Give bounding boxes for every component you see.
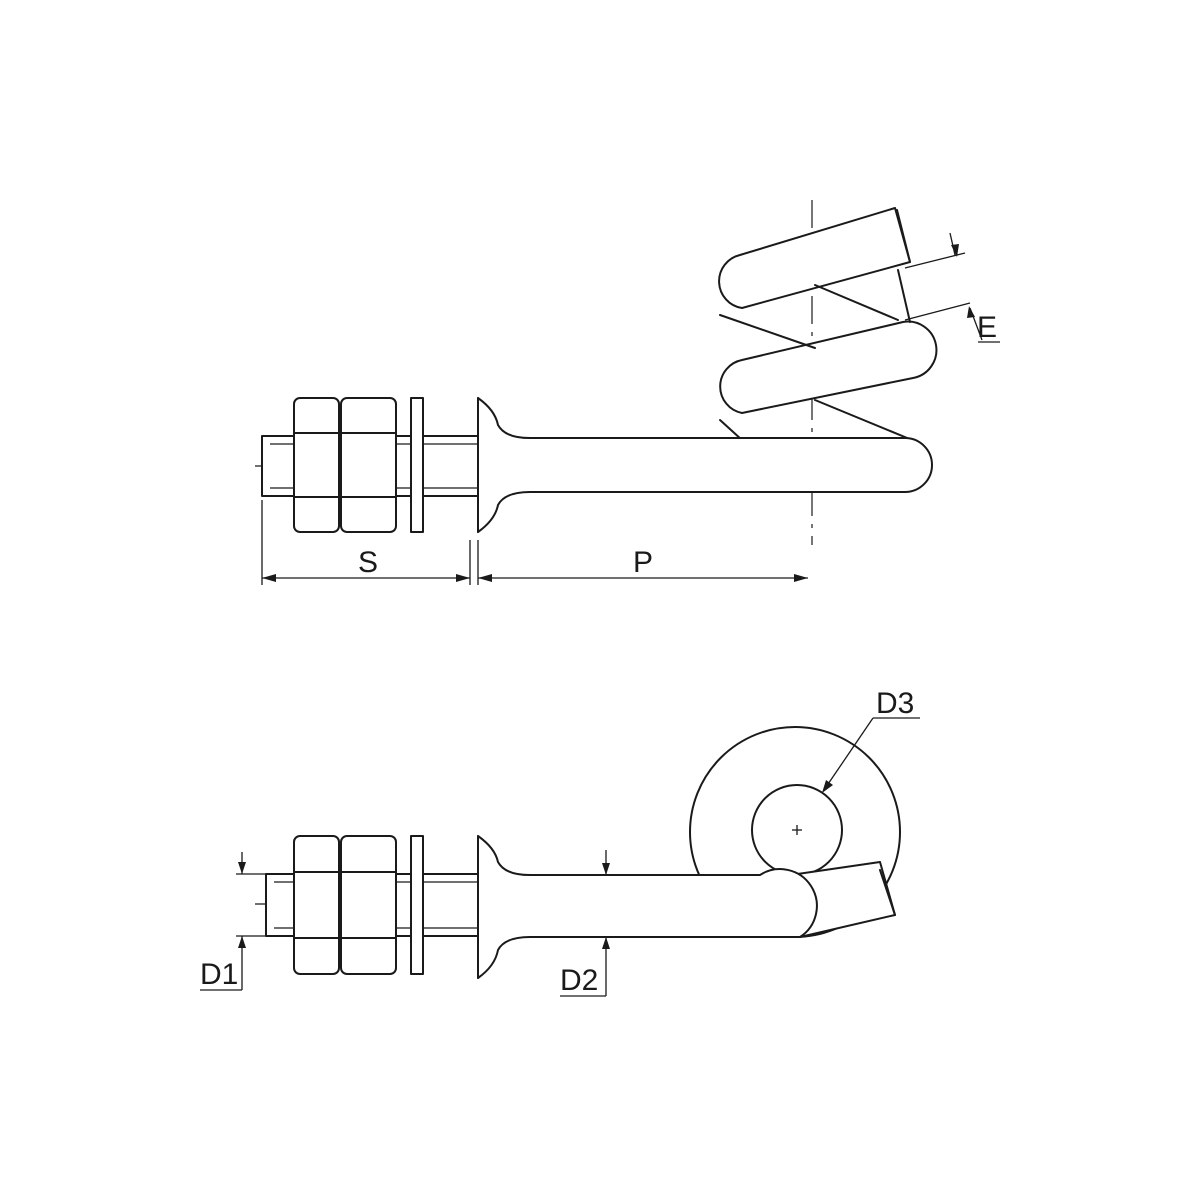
pigtail-coil [718,207,938,441]
washer [410,397,424,533]
plan-hex-nut-outer [293,835,340,975]
dimension-d3: D3 [822,687,920,793]
dimension-e: E [904,232,1000,344]
dimension-d2: D2 [560,850,610,997]
hex-nut-outer [293,397,340,533]
dimension-d1: D1 [200,852,266,991]
side-view: S P E [255,200,1000,585]
plan-washer [410,835,424,975]
plan-view: D1 D2 D3 [200,687,920,997]
label-d1: D1 [200,958,238,991]
label-d3: D3 [876,687,914,720]
label-p: P [633,546,653,579]
label-e: E [977,311,997,344]
plan-shank [477,835,818,979]
plan-hex-nut-inner [340,835,397,975]
hex-nut-inner [340,397,397,533]
label-d2: D2 [560,964,598,997]
dimension-s: S [261,500,471,585]
bolt-shank [477,397,933,533]
label-s: S [358,546,378,579]
dimension-p: P [477,540,808,585]
